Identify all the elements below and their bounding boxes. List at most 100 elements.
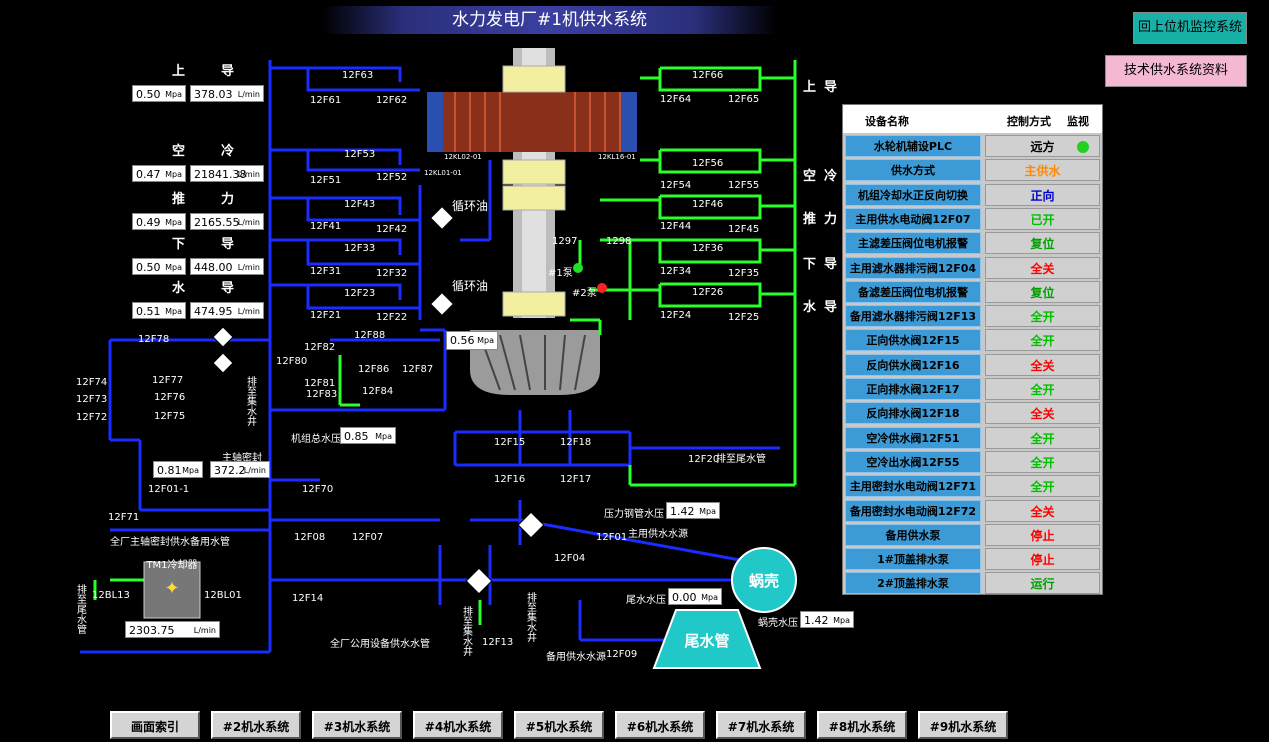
status-name: 空冷出水阀12F55 [845, 450, 981, 473]
to-tail-label-2: 排至尾水管 [75, 583, 87, 635]
valve-label: 12F74 [76, 377, 107, 388]
status-row: 水轮机辅设PLC 远方 [845, 135, 1100, 157]
status-value[interactable]: 正向 [985, 183, 1100, 206]
cooler-label: TM1冷却器 [145, 558, 197, 571]
status-row: 反向排水阀12F18 全关 [845, 402, 1100, 425]
valve-label: 12F18 [560, 437, 591, 448]
status-value[interactable]: 远方 [985, 135, 1100, 157]
status-value[interactable]: 主供水 [985, 159, 1100, 182]
valve-label: 12F15 [494, 437, 525, 448]
valve-label: 12F75 [154, 411, 185, 422]
status-value[interactable]: 全开 [985, 305, 1100, 328]
status-value[interactable]: 全关 [985, 499, 1100, 522]
valve-label: 12F78 [138, 334, 169, 345]
status-value[interactable]: 复位 [985, 232, 1100, 255]
valve-label: 12F07 [352, 532, 383, 543]
valve-label: 12F66 [692, 70, 723, 81]
valve-label: 12F13 [482, 637, 513, 648]
nav-button[interactable]: #7机水系统 [716, 711, 806, 739]
header-monitor: 监视 [1067, 115, 1089, 128]
valve-label: 12F36 [692, 243, 723, 254]
nav-button[interactable]: #9机水系统 [918, 711, 1008, 739]
nav-button[interactable]: #2机水系统 [211, 711, 301, 739]
pump1-indicator [573, 263, 583, 273]
valve-label: 12F32 [376, 268, 407, 279]
nav-button[interactable]: #8机水系统 [817, 711, 907, 739]
tail-water-label: 尾水水压 [626, 595, 666, 606]
status-name: 主用密封水电动阀12F71 [845, 475, 981, 498]
valve-label: 12F84 [362, 386, 393, 397]
status-value[interactable]: 运行 [985, 572, 1100, 595]
status-value[interactable]: 全开 [985, 475, 1100, 498]
header-mode: 控制方式 [1007, 115, 1051, 128]
valve-label: 12F81 [304, 378, 335, 389]
valve-label: 12F31 [310, 266, 341, 277]
main-source-label: 主用供水水源 [628, 527, 688, 540]
valve-label: 12F24 [660, 310, 691, 321]
cooler-unit [143, 561, 201, 619]
status-name: 水轮机辅设PLC [845, 135, 981, 157]
panel-header: 设备名称 控制方式 监视 [843, 105, 1102, 133]
status-value[interactable]: 全关 [985, 402, 1100, 425]
status-row: 1#顶盖排水泵 停止 [845, 548, 1100, 571]
readout-title: 水导 [172, 281, 271, 296]
status-value[interactable]: 停止 [985, 548, 1100, 571]
valve-label: 12F51 [310, 175, 341, 186]
status-value[interactable]: 全开 [985, 378, 1100, 400]
status-value[interactable]: 全开 [985, 329, 1100, 352]
status-value[interactable]: 全开 [985, 426, 1100, 449]
nav-button[interactable]: #6机水系统 [615, 711, 705, 739]
valve-label: 12F56 [692, 158, 723, 169]
status-value[interactable]: 全开 [985, 450, 1100, 473]
status-row: 备滤差压阀位电机报警 复位 [845, 280, 1100, 303]
nav-button[interactable]: #3机水系统 [312, 711, 402, 739]
valve-label: 12F62 [376, 95, 407, 106]
status-value[interactable]: 全关 [985, 256, 1100, 279]
valve-label: 12F21 [310, 310, 341, 321]
valve-label: 12F61 [310, 95, 341, 106]
backup-source-label: 备用供水水源 [546, 650, 606, 663]
valve-label: 12F52 [376, 172, 407, 183]
status-row: 正向排水阀12F17 全开 [845, 378, 1100, 400]
status-name: 备用密封水电动阀12F72 [845, 499, 981, 522]
to-sump-label-2: 排至集水井 [461, 605, 473, 657]
valve-label: 12F72 [76, 412, 107, 423]
monitor-system-button[interactable]: 回上位机监控系统 [1133, 12, 1247, 44]
nav-button[interactable]: 画面索引 [110, 711, 200, 739]
status-row: 备用密封水电动阀12F72 全关 [845, 499, 1100, 522]
pump2-indicator [597, 283, 607, 293]
status-value[interactable]: 停止 [985, 523, 1100, 546]
tech-docs-button[interactable]: 技术供水系统资料 [1105, 55, 1247, 87]
status-value[interactable]: 全关 [985, 353, 1100, 376]
to-sump-label-3: 排至集水井 [525, 591, 537, 643]
nav-button[interactable]: #5机水系统 [514, 711, 604, 739]
valve-label: 12F44 [660, 221, 691, 232]
oil-label-2: 循环油 [452, 279, 488, 293]
section-label: 上导 [803, 80, 846, 95]
valve-label: 12F35 [728, 268, 759, 279]
valve-label: 12F71 [108, 512, 139, 523]
status-value[interactable]: 已开 [985, 207, 1100, 230]
status-name: 反向排水阀12F18 [845, 402, 981, 425]
nav-button[interactable]: #4机水系统 [413, 711, 503, 739]
status-value[interactable]: 复位 [985, 280, 1100, 303]
tail-pipe-label: 尾水管 [684, 632, 729, 650]
spiral-case-label: 蜗壳 [749, 572, 779, 590]
valve-label: 12F46 [692, 199, 723, 210]
valve-label: 12F01 [596, 532, 627, 543]
valve-label: 12F17 [560, 474, 591, 485]
valve-label: 12KL02-01 [444, 153, 482, 161]
status-name: 1#顶盖排水泵 [845, 548, 981, 571]
status-name: 正向排水阀12F17 [845, 378, 981, 400]
status-name: 备用供水泵 [845, 523, 981, 546]
valve-label: 12F83 [306, 389, 337, 400]
factory-common-pipe-label: 全厂公用设备供水水管 [330, 637, 430, 650]
section-label: 推力 [803, 212, 846, 227]
status-row: 机组冷却水正反向切换 正向 [845, 183, 1100, 206]
